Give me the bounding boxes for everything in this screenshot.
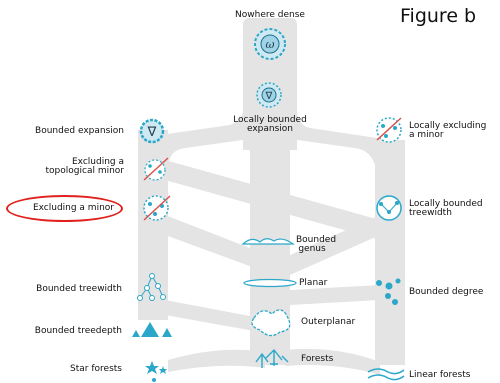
label-line: treewidth [409, 209, 483, 218]
figure-label: Figure b [400, 5, 476, 27]
label-forests: Forests [301, 355, 333, 364]
locally-bounded-expansion-icon: ∇ [257, 83, 281, 107]
label-bounded-genus: Bounded genus [296, 236, 328, 254]
label-line: genus [296, 245, 328, 254]
label-bounded-treedepth: Bounded treedepth [10, 327, 122, 336]
label-bounded-treewidth: Bounded treewidth [10, 285, 122, 294]
label-bounded-degree: Bounded degree [409, 288, 483, 297]
label-planar: Planar [299, 279, 327, 288]
nowhere-dense-icon: ω [255, 29, 285, 59]
band-right-column [375, 140, 405, 365]
label-excluding-minor: Excluding a minor [10, 204, 114, 213]
label-text: Planar [299, 279, 327, 288]
label-star-forests: Star forests [10, 365, 122, 374]
label-text: Excluding a minor [10, 204, 114, 213]
label-nowhere-dense: Nowhere dense [224, 11, 316, 20]
label-text: Nowhere dense [224, 11, 316, 20]
planar-icon [244, 280, 296, 287]
star-forests-icon [145, 361, 167, 382]
label-locally-bounded-expansion: Locally bounded expansion [220, 116, 320, 134]
omega-symbol: ω [266, 38, 275, 51]
nabla-symbol: ∇ [265, 91, 273, 102]
label-text: Linear forests [409, 371, 470, 380]
band-left-column [138, 130, 168, 320]
label-locally-bounded-treewidth: Locally bounded treewidth [409, 200, 483, 218]
band-cross-7 [290, 285, 380, 305]
label-text: Outerplanar [301, 318, 355, 327]
locally-bounded-treewidth-icon [377, 196, 401, 220]
label-outerplanar: Outerplanar [301, 318, 355, 327]
label-line: a minor [409, 131, 486, 140]
label-text: Star forests [10, 365, 122, 374]
band-cross-5 [168, 350, 265, 372]
band-cross-2 [165, 215, 255, 268]
band-cross-4 [165, 300, 260, 332]
bounded-genus-icon [243, 239, 293, 244]
label-linear-forests: Linear forests [409, 371, 470, 380]
label-excluding-topological-minor: Excluding a topological minor [20, 158, 124, 176]
locally-excluding-minor-icon [377, 118, 401, 142]
label-text: Forests [301, 355, 333, 364]
label-text: Bounded treewidth [10, 285, 122, 294]
bounded-expansion-icon: ∇ [141, 120, 163, 142]
label-text: Bounded degree [409, 288, 483, 297]
label-text: Bounded expansion [10, 127, 124, 136]
nabla-symbol: ∇ [147, 125, 157, 140]
label-line: topological minor [20, 167, 124, 176]
label-bounded-expansion: Bounded expansion [10, 127, 124, 136]
bounded-treedepth-icon [132, 322, 172, 337]
label-locally-excluding-minor: Locally excluding a minor [409, 122, 486, 140]
label-line: expansion [220, 125, 320, 134]
label-text: Bounded treedepth [10, 327, 122, 336]
